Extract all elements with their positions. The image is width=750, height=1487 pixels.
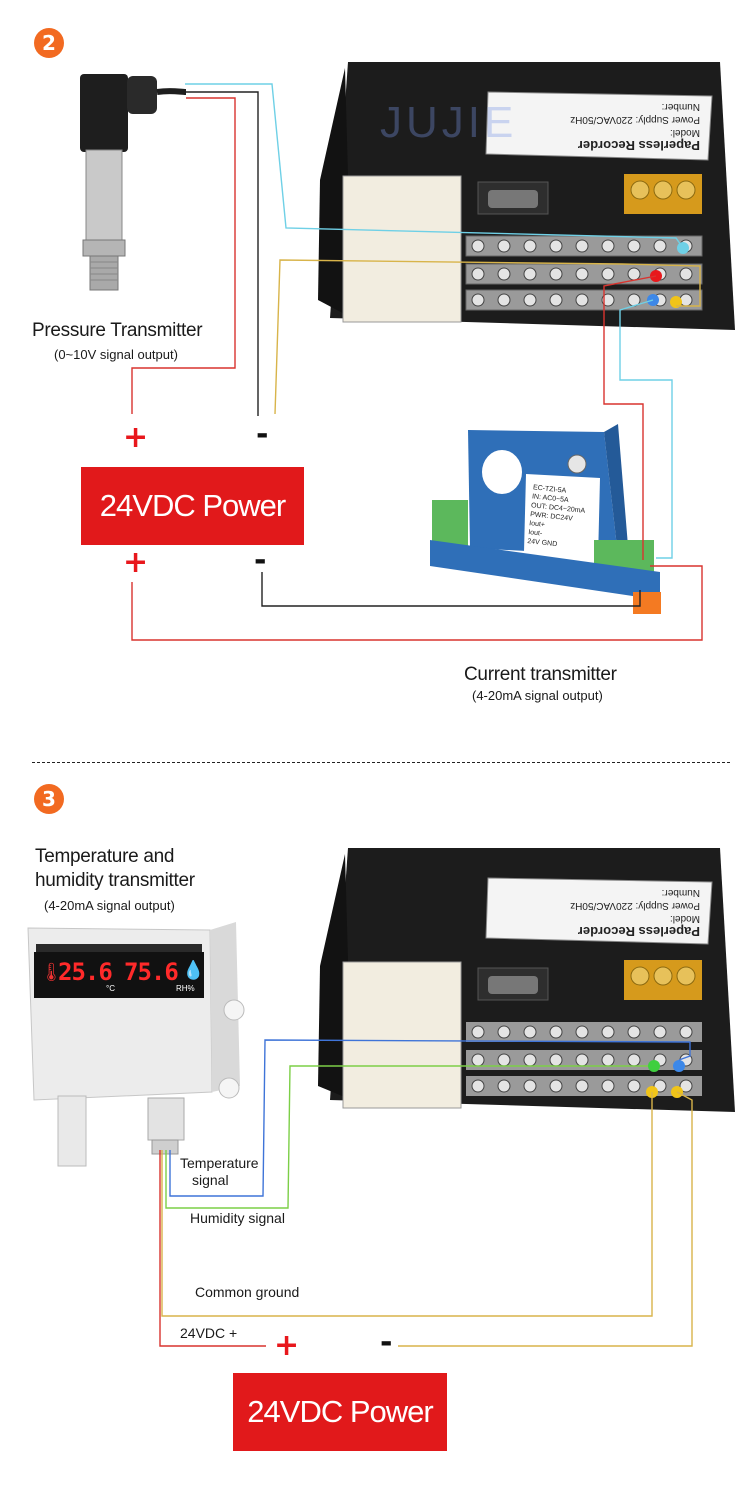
terminal-screw (627, 1079, 641, 1093)
terminal-screw (523, 267, 537, 281)
recorder-number: Number: (661, 887, 700, 898)
terminal-screw (523, 293, 537, 307)
step-3-badge: 3 (34, 784, 64, 814)
terminal-screw (601, 293, 615, 307)
terminal-screw (523, 1025, 537, 1039)
common-ground-label: Common ground (195, 1284, 300, 1300)
recorder-supply: Power Supply: 220VAC/50Hz (570, 900, 700, 911)
current-transmitter-image (430, 424, 661, 614)
humidity-signal-label: Humidity signal (190, 1210, 285, 1226)
terminal-screw (575, 267, 589, 281)
section2-wires (131, 83, 703, 641)
paperless-recorder-top (318, 62, 735, 330)
terminal-screw (575, 1053, 589, 1067)
terminal-screw (653, 239, 667, 253)
temperature-signal-line1: Temperature (180, 1155, 259, 1171)
terminal-screw (679, 1079, 693, 1093)
temperature-signal-line2: signal (192, 1172, 229, 1188)
terminal-screw (627, 1025, 641, 1039)
terminal-screw (549, 1079, 563, 1093)
th-display: 🌡 25.6 75.6 💧 °C RH% (36, 954, 205, 996)
terminal-screw (523, 1079, 537, 1093)
terminal-screw (549, 1053, 563, 1067)
terminal-screw (523, 239, 537, 253)
terminal-screw (575, 1025, 589, 1039)
terminal-screw (601, 267, 615, 281)
droplet-icon: 💧 (182, 960, 205, 981)
power-minus-top: - (256, 417, 269, 452)
terminal-screw (627, 239, 641, 253)
pressure-transmitter-image (80, 74, 187, 291)
section-divider (32, 762, 730, 763)
terminal-screw (575, 1079, 589, 1093)
current-transmitter-title: Current transmitter (464, 664, 617, 685)
terminal-screw (679, 1025, 693, 1039)
terminal-screw (471, 1079, 485, 1093)
power-plus-top: + (123, 420, 149, 455)
power-plus: + (274, 1328, 300, 1363)
terminal-screw (601, 1053, 615, 1067)
terminal-screw (497, 1079, 511, 1093)
paperless-recorder-bottom (318, 848, 735, 1112)
section3-wires (159, 1039, 693, 1347)
pressure-transmitter-title: Pressure Transmitter (32, 320, 203, 341)
terminal-screw (497, 267, 511, 281)
thermometer-icon: 🌡 (40, 962, 63, 983)
th-transmitter-title-line2: humidity transmitter (35, 870, 195, 891)
power-minus-bottom: - (254, 543, 267, 578)
recorder-title: Paperless Recorder (577, 924, 700, 939)
terminal-screw (497, 293, 511, 307)
terminal-screw (471, 293, 485, 307)
terminal-screw (679, 293, 693, 307)
pressure-transmitter-subtitle: (0~10V signal output) (54, 347, 178, 362)
terminal-screw (471, 1053, 485, 1067)
terminal-screw (471, 239, 485, 253)
humidity-reading: 75.6 (124, 958, 179, 986)
recorder-title: Paperless Recorder (577, 138, 700, 153)
th-transmitter-title-line1: Temperature and (35, 846, 175, 867)
current-transmitter-subtitle: (4-20mA signal output) (472, 688, 603, 703)
terminal-screw (601, 1025, 615, 1039)
terminal-screw (575, 293, 589, 307)
terminal-screw (549, 1025, 563, 1039)
temp-unit: °C (106, 984, 115, 993)
recorder-number: Number: (661, 101, 700, 112)
terminal-screw (497, 1025, 511, 1039)
recorder-supply: Power Supply: 220VAC/50Hz (570, 114, 700, 125)
current-transmitter-label: EC-TZI-5A IN: AC0~5A OUT: DC4~20mA PWR: … (527, 483, 588, 551)
temperature-reading: 25.6 (58, 958, 113, 986)
terminal-screw (627, 267, 641, 281)
terminal-screw (627, 1053, 641, 1067)
power-plus-bottom: + (123, 545, 149, 580)
th-transmitter-subtitle: (4-20mA signal output) (44, 898, 175, 913)
terminal-screw (601, 1079, 615, 1093)
terminal-screw (653, 1025, 667, 1039)
vdc-plus-label: 24VDC + (180, 1325, 238, 1341)
terminal-screw (549, 293, 563, 307)
terminal-screw (549, 239, 563, 253)
terminal-screw (575, 239, 589, 253)
terminal-screw (601, 239, 615, 253)
terminal-screw (497, 1053, 511, 1067)
ct-24v: 24V (526, 538, 541, 547)
terminal-screw (523, 1053, 537, 1067)
temperature-signal-label: Temperature signal (180, 1155, 259, 1189)
terminal-screw (549, 267, 563, 281)
power-supply-24vdc-bottom: 24VDC Power (233, 1373, 447, 1451)
power-supply-24vdc: 24VDC Power (81, 467, 304, 545)
ct-gnd: GND (541, 539, 558, 549)
watermark: JUJIE (380, 98, 518, 147)
recorder-plate-bottom: Paperless Recorder Model: Power Supply: … (500, 886, 700, 939)
terminal-screw (679, 267, 693, 281)
terminal-screw (471, 1025, 485, 1039)
terminal-screw (497, 239, 511, 253)
recorder-plate-top: Paperless Recorder Model: Power Supply: … (500, 100, 700, 153)
humidity-unit: RH% (176, 984, 195, 993)
temp-humidity-transmitter-image (27, 922, 245, 1167)
power-minus: - (380, 1325, 393, 1360)
step-2-badge: 2 (34, 28, 64, 58)
terminal-screw (471, 267, 485, 281)
